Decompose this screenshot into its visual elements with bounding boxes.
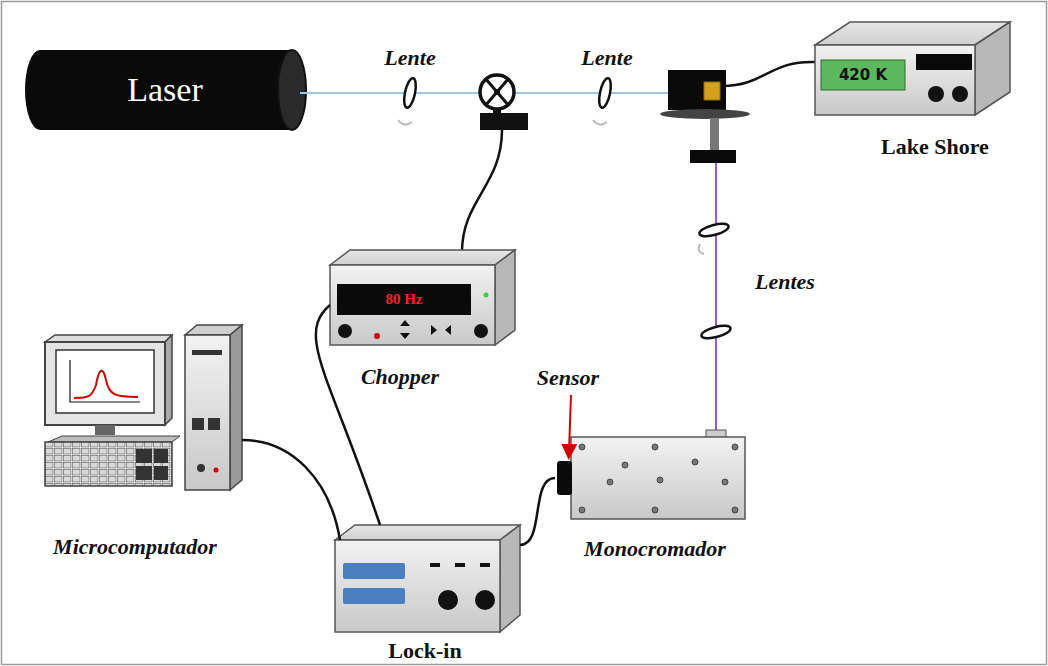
temperature-controller	[815, 22, 1010, 115]
lock-in-amplifier: Lock-in	[335, 525, 520, 632]
device-label: Lock-in	[388, 639, 461, 663]
sensor-label: Sensor	[537, 366, 599, 390]
chopper-controller: 80 HzChopper	[330, 250, 515, 345]
temperature-display: 420 K	[839, 67, 887, 84]
computer: Microcomputador	[45, 325, 242, 490]
lock-in-amplifier	[335, 525, 520, 632]
lens	[402, 77, 418, 108]
device-label: Lake Shore	[881, 135, 989, 159]
lens-label: Lente	[384, 46, 435, 70]
chopper-wheel	[480, 75, 528, 130]
chopper-cable	[462, 130, 502, 252]
sensor-cable	[722, 62, 816, 86]
signal-cable	[520, 478, 555, 545]
device-label: Microcomputador	[53, 535, 217, 559]
lens	[700, 323, 732, 340]
monochromator	[557, 430, 745, 519]
laser: Laser	[25, 50, 305, 130]
lake-shore-controller: 420 KLake Shore	[815, 22, 1010, 117]
lens	[597, 77, 613, 108]
lens-shadow	[593, 120, 607, 125]
lens-shadow	[699, 244, 704, 254]
signal-cable	[316, 305, 380, 525]
lens-label: Lente	[581, 46, 632, 70]
chopper-controller	[330, 250, 515, 345]
device-label: Monocromador	[584, 537, 726, 561]
monochromator: Monocromador	[555, 430, 745, 520]
signal-cable	[242, 440, 340, 540]
computer	[45, 325, 242, 490]
frequency-display: 80 Hz	[385, 291, 422, 308]
laser-name: Laser	[127, 71, 203, 108]
lens-shadow	[398, 120, 412, 125]
emission-beam	[715, 163, 717, 433]
lens	[698, 221, 730, 238]
sensor-pointer	[569, 395, 571, 452]
laser-body	[25, 50, 306, 130]
lens-label: Lentes	[755, 270, 815, 294]
device-label: Chopper	[361, 365, 439, 389]
